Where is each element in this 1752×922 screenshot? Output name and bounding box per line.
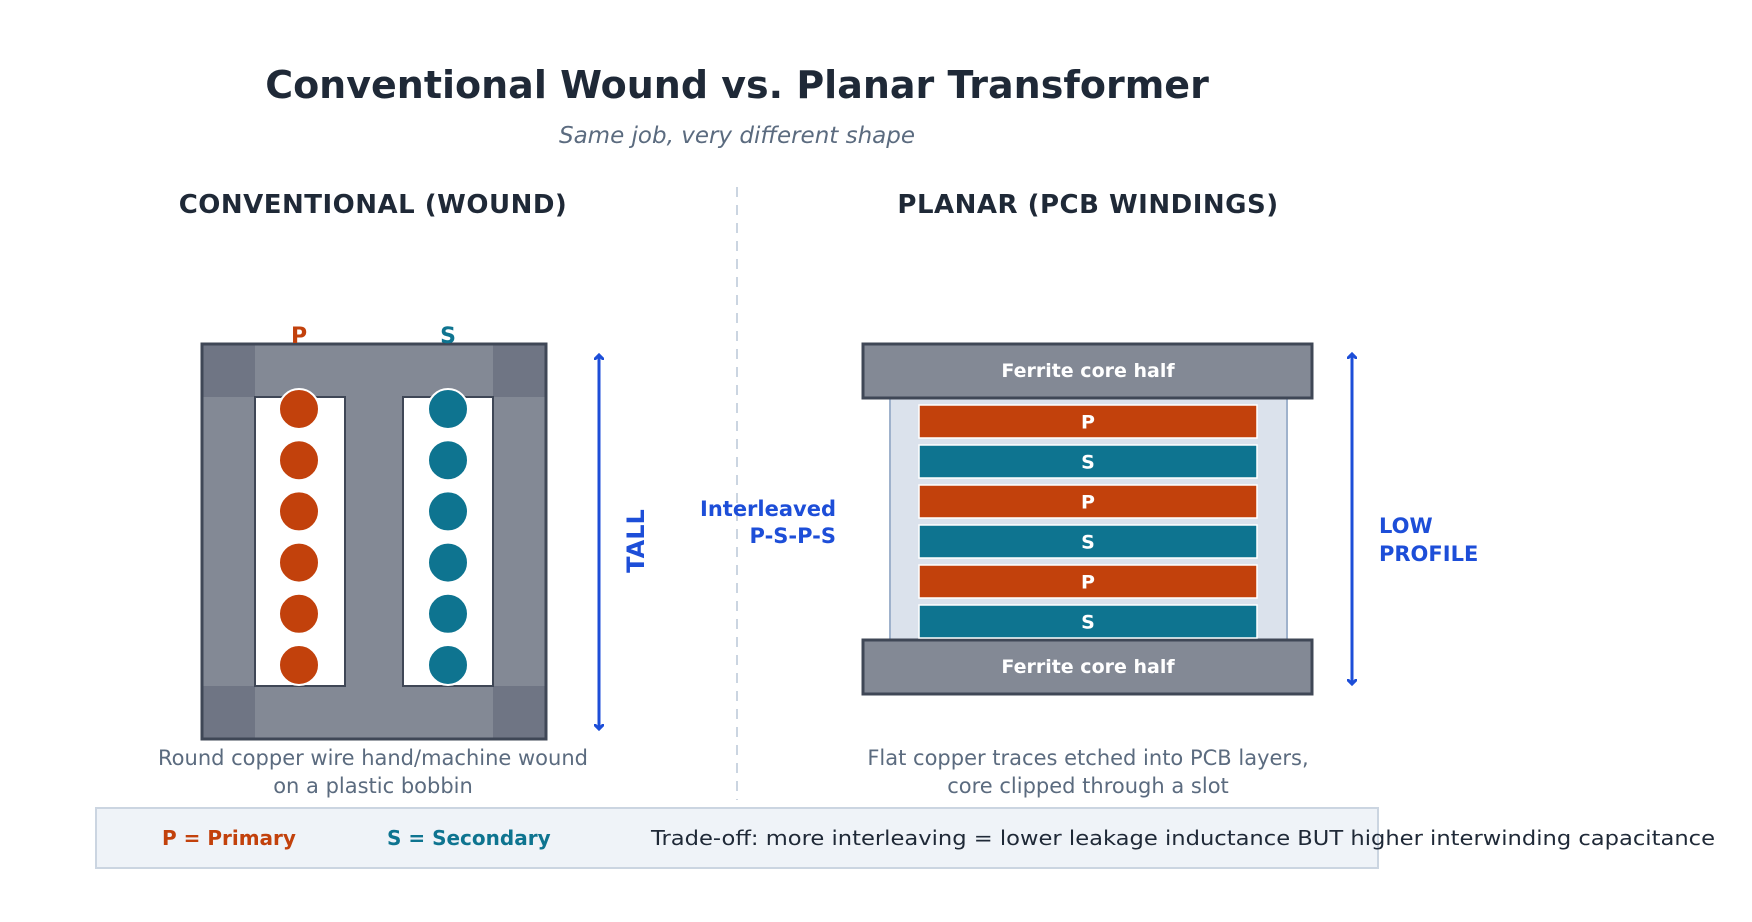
core-corner-br	[493, 686, 546, 739]
pcb-layer-label: P	[1081, 412, 1095, 434]
pcb-layer-primary	[918, 484, 1258, 519]
planar-heading: PLANAR (PCB WINDINGS)	[897, 190, 1278, 220]
secondary-column-label: S	[440, 324, 456, 349]
interleave-label-line2: P-S-P-S	[750, 524, 836, 548]
low-profile-label-line1: LOW	[1379, 514, 1433, 538]
planar-caption-line1: Flat copper traces etched into PCB layer…	[867, 746, 1308, 770]
pcb-layer-secondary	[918, 604, 1258, 639]
conventional-heading: CONVENTIONAL (WOUND)	[179, 190, 568, 220]
ferrite-core-top-label: Ferrite core half	[1001, 360, 1175, 382]
tall-label: TALL	[622, 509, 650, 573]
e-core	[202, 344, 546, 739]
secondary-turn	[427, 388, 469, 430]
pcb-layer-label: S	[1081, 612, 1095, 634]
planar-transformer: Ferrite core half Ferrite core half PSPS…	[861, 342, 1314, 696]
secondary-turn	[427, 439, 469, 482]
interleave-label-line1: Interleaved	[700, 497, 836, 521]
legend-primary: P = Primary	[162, 826, 296, 850]
primary-turn	[278, 592, 320, 635]
pcb-layer-primary	[918, 564, 1258, 599]
ferrite-core-bottom-label: Ferrite core half	[1001, 656, 1175, 678]
secondary-turn	[427, 592, 469, 635]
pcb-layer-label: S	[1081, 452, 1095, 474]
pcb-layer-primary	[918, 404, 1258, 439]
pcb-layer-secondary	[918, 444, 1258, 479]
conventional-caption-line1: Round copper wire hand/machine wound	[158, 746, 588, 770]
legend-secondary: S = Secondary	[387, 826, 551, 850]
core-corner-bl	[202, 686, 255, 739]
legend-tradeoff: Trade-off: more interleaving = lower lea…	[650, 826, 1715, 850]
page-title: Conventional Wound vs. Planar Transforme…	[265, 63, 1209, 107]
core-corner-tr	[493, 344, 546, 397]
core-outline	[200, 342, 548, 741]
secondary-turn	[427, 541, 469, 584]
pcb-layer-secondary	[918, 524, 1258, 559]
legend-box	[95, 807, 1379, 869]
core-corner-tl	[202, 344, 255, 397]
secondary-winding	[427, 388, 469, 686]
primary-turn	[278, 439, 320, 482]
pcb-layer-label: P	[1081, 492, 1095, 514]
primary-turn	[278, 388, 320, 430]
primary-winding	[278, 388, 320, 686]
conventional-transformer	[200, 342, 548, 741]
conventional-caption-line2: on a plastic bobbin	[273, 774, 473, 798]
low-profile-label-line2: PROFILE	[1379, 542, 1478, 566]
pcb-layer-label: P	[1081, 572, 1095, 594]
ferrite-core-top	[861, 342, 1314, 400]
planar-caption-line2: core clipped through a slot	[947, 774, 1229, 798]
secondary-turn	[427, 490, 469, 533]
primary-column-label: P	[291, 324, 307, 349]
page-subtitle: Same job, very different shape	[559, 123, 915, 149]
primary-turn	[278, 541, 320, 584]
pcb-layer-label: S	[1081, 532, 1095, 554]
primary-turn	[278, 644, 320, 686]
ferrite-core-bottom	[861, 638, 1314, 696]
primary-turn	[278, 490, 320, 533]
secondary-turn	[427, 644, 469, 686]
